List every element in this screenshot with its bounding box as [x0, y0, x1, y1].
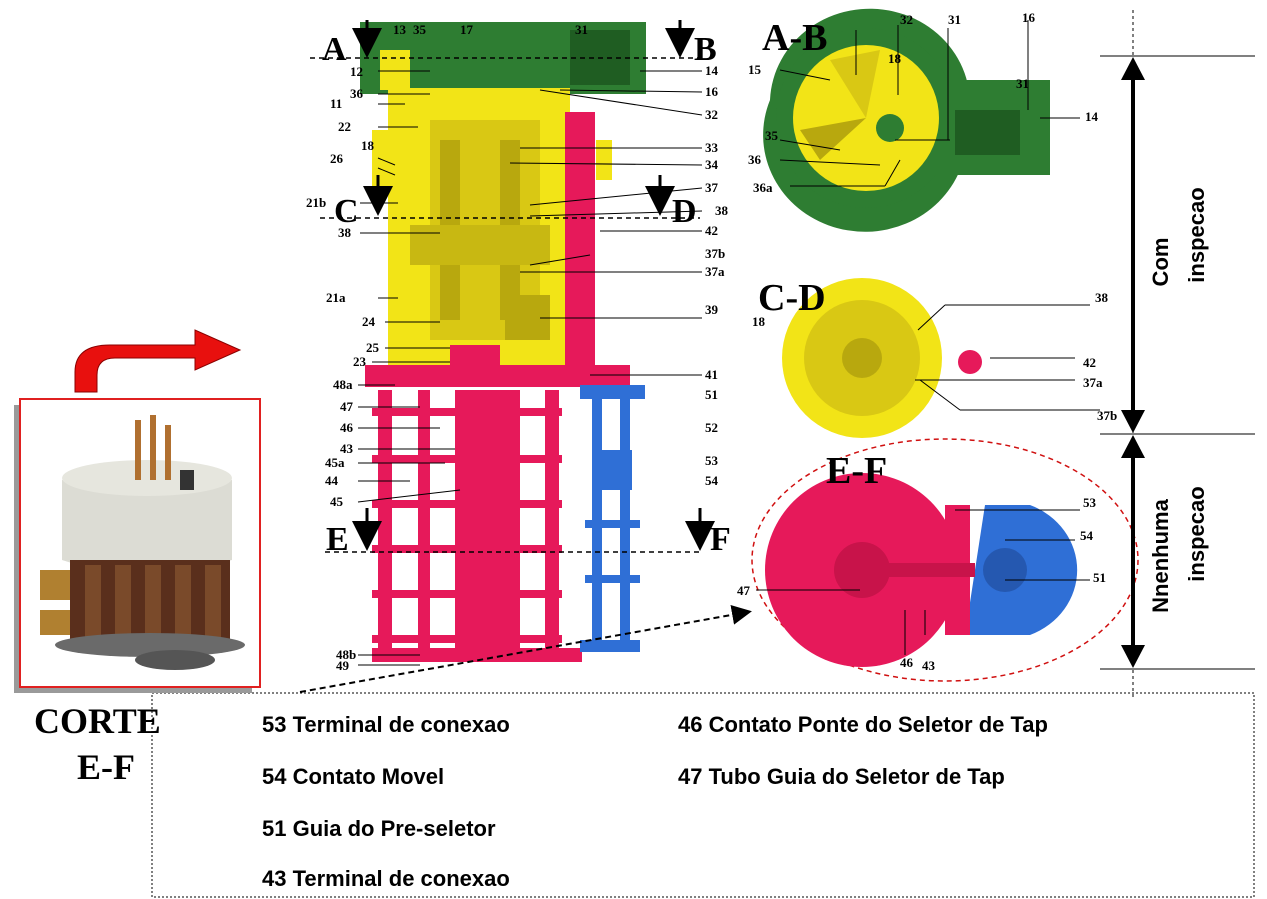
legend-item-43: 43 Terminal de conexao	[262, 866, 510, 891]
part-label: 37b	[705, 246, 725, 261]
view-title-cd: C-D	[758, 277, 826, 319]
part-label: 32	[705, 107, 718, 122]
part-label: 44	[325, 473, 339, 488]
ab-section-view	[763, 8, 1050, 232]
side-label-com-2: inspecao	[1184, 187, 1209, 282]
part-label: 43	[340, 441, 354, 456]
part-label: 11	[330, 96, 342, 111]
part-label: 31	[1016, 76, 1029, 91]
part-label: 47	[737, 583, 751, 598]
part-label: 37a	[705, 264, 725, 279]
part-label: 35	[413, 22, 427, 37]
side-label-com-1: Com	[1148, 238, 1173, 287]
part-label: 36	[350, 86, 364, 101]
part-label: 43	[922, 658, 936, 673]
part-label: 48a	[333, 377, 353, 392]
part-label: 33	[705, 140, 719, 155]
section-letter-b: B	[694, 31, 717, 68]
part-label: 35	[765, 128, 779, 143]
pink-tap-selector	[365, 365, 630, 387]
part-label: 54	[705, 473, 719, 488]
part-label: 42	[705, 223, 718, 238]
ef-section-view	[765, 473, 1078, 667]
part-label: 21b	[306, 195, 326, 210]
part-label: 26	[330, 151, 344, 166]
part-label: 22	[338, 119, 351, 134]
part-label: 17	[460, 22, 474, 37]
view-title-ef: E-F	[826, 450, 887, 492]
part-label: 16	[705, 84, 719, 99]
part-label: 15	[748, 62, 762, 77]
red-curved-arrow	[74, 329, 242, 393]
part-label: 42	[1083, 355, 1096, 370]
side-label-nenhuma-1: Nnenhuma	[1148, 498, 1173, 612]
part-label: 25	[366, 340, 380, 355]
section-letter-f: F	[710, 521, 731, 558]
part-label: 52	[705, 420, 718, 435]
part-label: 37	[705, 180, 719, 195]
legend-box	[151, 692, 1255, 898]
legend-item-46: 46 Contato Ponte do Seletor de Tap	[678, 712, 1048, 737]
part-label: 51	[705, 387, 718, 402]
part-label: 12	[350, 64, 363, 79]
part-label: 31	[575, 22, 588, 37]
part-label: 18	[361, 138, 375, 153]
part-label: 36a	[753, 180, 773, 195]
part-label: 14	[705, 63, 719, 78]
part-label: 46	[900, 655, 914, 670]
ef-highlight-ellipse	[751, 438, 1139, 682]
part-label: 38	[338, 225, 352, 240]
part-label: 14	[1085, 109, 1099, 124]
part-label: 18	[752, 314, 766, 329]
part-label: 45a	[325, 455, 345, 470]
legend-item-51: 51 Guia do Pre-seletor	[262, 816, 496, 841]
part-label: 48b	[336, 647, 356, 662]
part-label: 37b	[1097, 408, 1117, 423]
section-letter-c: C	[334, 193, 359, 230]
part-label: 53	[1083, 495, 1097, 510]
part-label: 46	[340, 420, 354, 435]
blue-preselector	[580, 385, 645, 399]
section-letter-d: D	[672, 193, 697, 230]
part-label: 38	[1095, 290, 1109, 305]
section-letter-a: A	[322, 31, 347, 68]
part-label: 34	[705, 157, 719, 172]
side-label-nenhuma-2: inspecao	[1184, 486, 1209, 581]
corte-title-line2: E-F	[77, 747, 135, 787]
part-label: 53	[705, 453, 719, 468]
part-label: 36	[748, 152, 762, 167]
part-label: 41	[705, 367, 718, 382]
part-label: 23	[353, 354, 367, 369]
part-label: 39	[705, 302, 719, 317]
part-label: 54	[1080, 528, 1094, 543]
legend-item-54: 54 Contato Movel	[262, 764, 445, 789]
part-label: 37a	[1083, 375, 1103, 390]
part-label: 13	[393, 22, 407, 37]
part-label: 45	[330, 494, 344, 509]
part-label: 38	[715, 203, 729, 218]
part-label: 18	[888, 51, 902, 66]
cd-section-view	[782, 278, 982, 438]
part-label: 47	[340, 399, 354, 414]
part-label: 21a	[326, 290, 346, 305]
red-insulating-tube	[565, 112, 595, 374]
tap-changer-photo	[40, 415, 245, 670]
part-label: 31	[948, 12, 961, 27]
view-title-ab: A-B	[762, 17, 827, 59]
part-label: 16	[1022, 10, 1036, 25]
part-label: 51	[1093, 570, 1106, 585]
legend-item-47: 47 Tubo Guia do Seletor de Tap	[678, 764, 1005, 789]
part-label: 32	[900, 12, 913, 27]
part-label: 24	[362, 314, 376, 329]
part-label: 49	[336, 658, 350, 673]
section-letter-e: E	[326, 521, 349, 558]
legend-item-53: 53 Terminal de conexao	[262, 712, 510, 737]
corte-title-line1: CORTE	[34, 701, 161, 741]
